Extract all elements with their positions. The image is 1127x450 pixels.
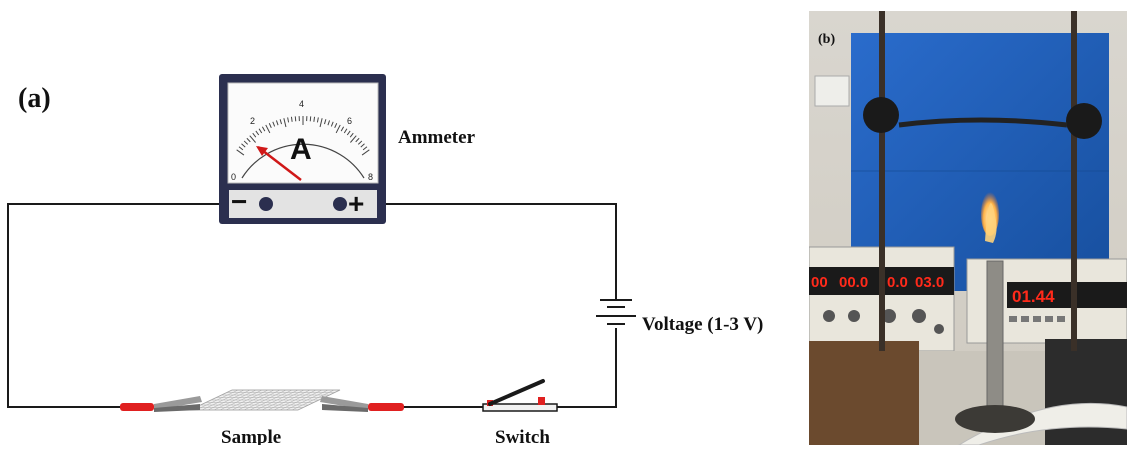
- switch-symbol: [483, 381, 557, 411]
- sample-mesh: [190, 390, 340, 410]
- stand-rod-left: [879, 11, 885, 351]
- minus-sign: −: [231, 186, 247, 217]
- led-readout: 00: [811, 274, 828, 291]
- ammeter-label: Ammeter: [398, 127, 476, 148]
- wall-socket: [815, 76, 849, 106]
- plus-terminal: [333, 197, 347, 211]
- led-readout: 03.0: [915, 274, 944, 291]
- led-readout: 00.0: [839, 274, 868, 291]
- voltage-label: Voltage (1-3 V): [642, 314, 763, 335]
- scale-tick-label: 4: [299, 99, 304, 109]
- right-wire-top: [368, 204, 616, 300]
- panel-b-label: (b): [818, 32, 835, 47]
- wooden-base: [809, 341, 919, 445]
- photo-svg: 00 00.0 0.0 03.0 01.44 (b): [809, 11, 1127, 445]
- right-clip: [320, 396, 404, 412]
- circuit-diagram-panel: (a) Ammeter Voltage (1-3 V) Sample Switc…: [0, 0, 800, 445]
- scale-tick-label: 2: [250, 116, 255, 126]
- right-wire-bottom: [557, 328, 616, 407]
- experiment-photo-panel: 00 00.0 0.0 03.0 01.44 (b): [809, 11, 1127, 445]
- switch-label: Switch: [495, 427, 550, 445]
- scale-tick-label: 0: [231, 172, 236, 182]
- scale-tick-label: 8: [368, 172, 373, 182]
- minus-terminal: [259, 197, 273, 211]
- sample-label: Sample: [221, 427, 281, 445]
- plus-sign: +: [348, 188, 364, 219]
- battery-symbol: [596, 300, 636, 324]
- panel-a-label: (a): [18, 83, 51, 114]
- ammeter-face-letter: A: [290, 133, 312, 166]
- scale-tick-label: 6: [347, 116, 352, 126]
- left-wire: [8, 204, 228, 407]
- bunsen-burner-base: [955, 405, 1035, 433]
- clamp-left: [863, 97, 899, 133]
- circuit-wires: [8, 204, 616, 407]
- stand-base-right: [1045, 339, 1127, 445]
- circuit-svg: (a) Ammeter Voltage (1-3 V) Sample Switc…: [0, 0, 800, 445]
- led-readout-current: 01.44: [1012, 287, 1055, 306]
- led-readout: 0.0: [887, 274, 908, 291]
- scale-tick: [314, 117, 315, 122]
- stand-rod-right: [1071, 11, 1077, 351]
- left-clip: [120, 396, 202, 412]
- bunsen-burner-tube: [987, 261, 1003, 411]
- scale-tick: [291, 117, 292, 122]
- clamp-right: [1066, 103, 1102, 139]
